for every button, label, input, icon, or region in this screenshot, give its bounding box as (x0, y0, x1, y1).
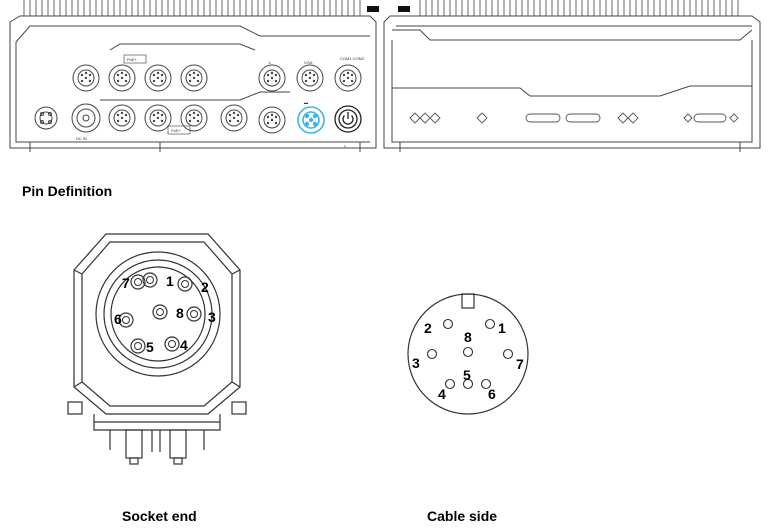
socket-pin-label: 7 (122, 275, 130, 291)
m12-connector-group (72, 64, 362, 134)
socket-pin-label: 5 (146, 339, 154, 355)
socket-pin: 6 (114, 311, 134, 328)
socket-pin-label: 4 (180, 337, 188, 353)
cable-pin-label: 7 (516, 356, 524, 372)
socket-pin: 2 (177, 276, 209, 295)
socket-pin: 3 (186, 306, 216, 325)
cable-pin: 3 (412, 348, 438, 371)
left-module (9, 15, 377, 152)
m12-connector (220, 104, 248, 132)
cable-pin-label: 5 (463, 367, 471, 383)
socket-end-caption: Socket end (122, 508, 197, 524)
right-module-vents (409, 112, 739, 124)
poe-label-box-top (123, 54, 147, 64)
m12-connector (144, 64, 172, 92)
ground-icon: ⏚ (343, 143, 347, 149)
m12-connector (258, 106, 286, 134)
m12-connector (72, 64, 100, 92)
cable-pin-label: 2 (424, 320, 432, 336)
socket-pin-label: 8 (176, 305, 184, 321)
socket-pin-label: 1 (166, 273, 174, 289)
latch-right (398, 6, 410, 12)
m12-connector (180, 64, 208, 92)
poe-label-top: PoE+ (127, 57, 138, 62)
usb-icon: ↳ (268, 60, 271, 65)
cable-pin-label: 3 (412, 355, 420, 371)
socket-pin: 8 (152, 304, 184, 321)
highlighted-port-label: ▬ (304, 100, 308, 105)
cable-insert (407, 293, 529, 415)
cable-pin: 6 (480, 378, 496, 402)
m12-connector (144, 104, 172, 132)
cable-side-caption: Cable side (427, 508, 498, 524)
cable-pin-label: 4 (438, 386, 446, 402)
socket-pin-group: 1 2 3 4 5 6 7 8 (114, 272, 216, 355)
power-button (334, 105, 362, 133)
socket-pin-label: 2 (201, 279, 209, 295)
socket-insert (95, 251, 221, 377)
pin-definition-heading: Pin Definition (22, 183, 113, 199)
socket-end-diagram: 1 2 3 4 5 6 7 8 (67, 233, 247, 465)
socket-pin-label: 6 (114, 311, 122, 327)
cable-pin: 2 (424, 318, 454, 336)
socket-pin: 5 (130, 338, 154, 355)
socket-pin-label: 3 (208, 309, 216, 325)
cable-pin: 5 (462, 367, 474, 390)
highlighted-m12-port (297, 106, 325, 134)
latch-left (367, 6, 379, 12)
m12-connector (258, 64, 286, 92)
vga-label: VGA (304, 60, 313, 65)
cable-pin: 7 (502, 348, 524, 372)
heatsink-fins-left (23, 0, 361, 16)
m12-connector (108, 104, 136, 132)
device-rear-panel: PoE+ PoE+ DC IN VGA COM1 COM2 ▬ ↳ ⏚ (9, 0, 761, 152)
poe-label-bottom: PoE+ (171, 128, 182, 133)
m12-connector (108, 64, 136, 92)
dc-in-terminal (34, 106, 58, 130)
com-label: COM1 COM2 (340, 56, 365, 61)
heatsink-fins-right (419, 0, 739, 16)
dc-in-connector (71, 103, 101, 133)
cable-pin: 8 (462, 329, 474, 358)
socket-pin: 1 (142, 272, 174, 289)
cable-pin-label: 8 (464, 329, 472, 345)
right-module (383, 15, 761, 152)
socket-housing (67, 233, 247, 465)
dc-in-label: DC IN (76, 136, 87, 141)
cable-pin-label: 1 (498, 320, 506, 336)
cable-pin: 1 (484, 318, 506, 336)
cable-pin-label: 6 (488, 386, 496, 402)
socket-pin: 7 (122, 274, 146, 291)
cable-pin-group: 1 2 3 4 5 6 7 8 (412, 318, 524, 402)
socket-pin: 4 (164, 336, 188, 353)
cable-pin: 4 (438, 378, 456, 402)
m12-connector (180, 104, 208, 132)
m12-connector (296, 64, 324, 92)
m12-connector (334, 64, 362, 92)
cable-side-diagram: 1 2 3 4 5 6 7 8 (407, 293, 529, 415)
